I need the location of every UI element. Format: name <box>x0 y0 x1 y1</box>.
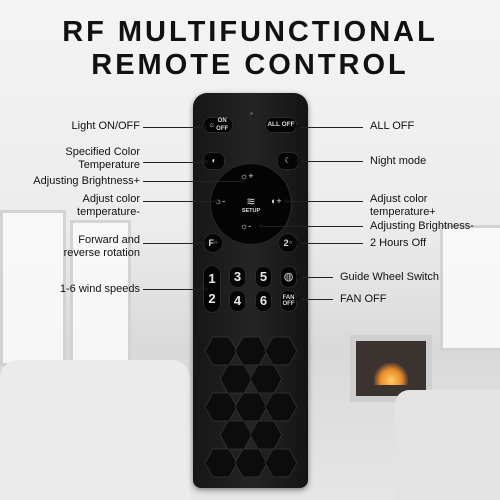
forward-reverse-button[interactable]: F ○ <box>203 233 223 253</box>
speed-4-key[interactable]: 4 <box>229 290 246 312</box>
two-hours-label: 2 <box>283 238 289 248</box>
speed-3-label: 3 <box>233 269 242 284</box>
timer-icon: ○ <box>288 240 293 246</box>
brightness-up-icon[interactable]: ☼+ <box>240 171 254 181</box>
leader-dot <box>204 287 208 291</box>
wifi-icon: ≋ <box>246 195 256 208</box>
indicator-led <box>250 112 253 115</box>
leader-line <box>143 243 205 244</box>
rotate-icon: ○ <box>213 240 218 246</box>
leader-dot <box>296 125 300 129</box>
lightbulb-icon: ☼ <box>207 120 216 129</box>
leader-dot <box>241 179 245 183</box>
speed-1-2-key[interactable]: 1 2 <box>203 265 221 313</box>
leader-dot <box>214 199 218 203</box>
leader-line <box>297 161 363 162</box>
speed-2-label: 2 <box>208 291 216 306</box>
setup-label: SETUP <box>241 207 261 214</box>
direction-pad[interactable] <box>210 163 292 245</box>
label-temperature-plus: temperature+ <box>370 206 436 218</box>
label-reverse-rotation: reverse rotation <box>63 247 140 259</box>
window <box>0 210 66 366</box>
sofa <box>0 360 190 500</box>
label-light-on-off: Light ON/OFF <box>71 120 140 132</box>
window <box>440 225 500 351</box>
leader-line <box>143 162 205 163</box>
leader-line <box>297 299 333 300</box>
leader-dot <box>204 160 208 164</box>
light-on-off-button[interactable]: ☼ ON OFF <box>203 117 233 133</box>
leader-line <box>297 127 363 128</box>
speed-5-label: 5 <box>259 269 268 284</box>
leader-dot <box>284 199 288 203</box>
color-temperature-up-icon[interactable]: ◐+ <box>271 196 282 206</box>
honeycomb-grip <box>204 336 298 478</box>
setup-button[interactable]: ≋ SETUP <box>236 190 266 220</box>
leader-line <box>143 127 205 128</box>
label-fan-off: FAN OFF <box>340 293 387 305</box>
label-adjust-color-left: Adjust color <box>82 193 140 205</box>
speed-6-label: 6 <box>259 293 268 308</box>
label-forward-and: Forward and <box>78 234 140 246</box>
label-brightness-minus: Adjusting Brightness- <box>370 220 474 232</box>
leader-line <box>261 226 363 227</box>
label-night-mode: Night mode <box>370 155 427 167</box>
label-wind-speeds: 1-6 wind speeds <box>59 283 140 295</box>
leader-dot <box>296 275 300 279</box>
label-adjust-color-right: Adjust color <box>370 193 428 205</box>
color-temperature-down-icon[interactable]: ☼- <box>214 196 226 206</box>
leader-line <box>143 289 205 290</box>
leader-dot <box>204 241 208 245</box>
color-temperature-button[interactable]: ◐ <box>203 152 225 170</box>
moon-icon: ☾ <box>284 156 292 165</box>
label-all-off: ALL OFF <box>370 120 415 132</box>
all-off-label: ALL OFF <box>267 121 295 128</box>
color-temperature-icon: ◐ <box>211 156 217 165</box>
window <box>70 220 131 366</box>
label-brightness-plus: Adjusting Brightness+ <box>33 175 140 187</box>
fan-off-button[interactable]: FAN OFF <box>280 290 297 312</box>
brightness-down-icon[interactable]: ☼- <box>240 221 252 231</box>
label-temperature: Temperature <box>78 159 140 171</box>
fan-off-label: FAN OFF <box>282 295 295 307</box>
speed-1-label: 1 <box>208 271 216 286</box>
guide-wheel-switch-button[interactable]: ◍ <box>280 266 297 288</box>
label-two-hours-off: 2 Hours Off <box>370 237 427 249</box>
speed-6-key[interactable]: 6 <box>255 290 272 312</box>
wheel-icon: ◍ <box>283 271 294 283</box>
speed-5-key[interactable]: 5 <box>255 266 272 288</box>
armchair <box>395 390 500 500</box>
label-guide-wheel-switch: Guide Wheel Switch <box>340 271 440 283</box>
leader-dot <box>259 224 263 228</box>
leader-dot <box>296 297 300 301</box>
label-specified-color: Specified Color <box>65 146 140 158</box>
leader-line <box>143 201 215 202</box>
leader-line <box>297 277 333 278</box>
leader-line <box>297 243 363 244</box>
title-line-1: RF MULTIFUNCTIONAL <box>62 16 438 48</box>
forward-reverse-label: F <box>208 238 214 248</box>
light-on-off-label: ON OFF <box>216 118 229 132</box>
leader-line <box>285 201 363 202</box>
leader-dot <box>203 125 207 129</box>
speed-3-key[interactable]: 3 <box>229 266 246 288</box>
speed-4-label: 4 <box>233 293 242 308</box>
night-mode-button[interactable]: ☾ <box>277 152 299 170</box>
two-hours-off-button[interactable]: 2 ○ <box>278 233 298 253</box>
label-temperature-minus: temperature- <box>77 206 140 218</box>
all-off-button[interactable]: ALL OFF <box>265 117 297 133</box>
leader-dot <box>296 159 300 163</box>
leader-dot <box>296 241 300 245</box>
leader-line <box>143 181 243 182</box>
title-line-2: REMOTE CONTROL <box>91 49 409 81</box>
